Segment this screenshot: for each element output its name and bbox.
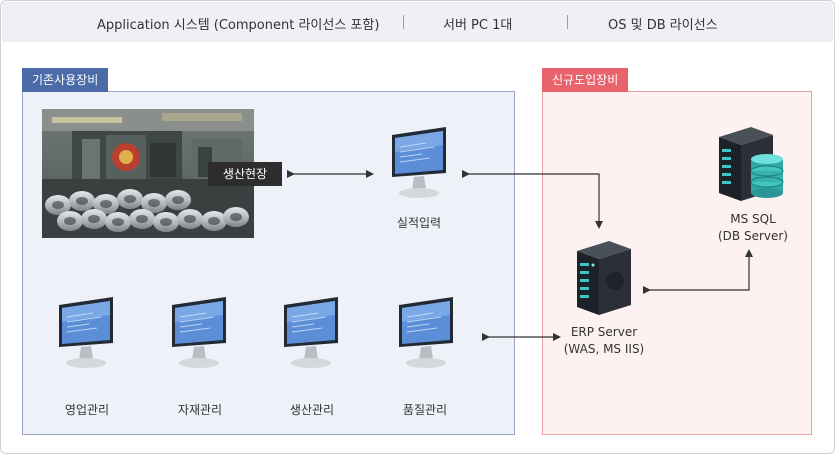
monitor-icon (166, 297, 232, 377)
header-item-license: OS 및 DB 라이선스 (608, 18, 718, 33)
database-icon (749, 153, 785, 203)
sales-management-label: 영업관리 (64, 403, 110, 417)
connector-arrow (462, 170, 603, 229)
production-site-label: 생산현장 (208, 162, 282, 186)
monitor-icon (53, 297, 119, 377)
existing-equipment-title: 기존사용장비 (22, 68, 109, 92)
header-item-server: 서버 PC 1대 (443, 18, 513, 33)
quality-management-label: 품질관리 (402, 403, 448, 417)
new-equipment-title: 신규도입장비 (542, 68, 629, 92)
header-item-application: Application 시스템 (Component 라이선스 포함) (97, 18, 380, 33)
production-management-label: 생산관리 (289, 403, 335, 417)
header-divider (403, 15, 404, 29)
erp-server-detail: (WAS, MS IIS) (563, 342, 645, 356)
factory-photo (42, 109, 254, 238)
monitor-icon (278, 297, 344, 377)
monitor-icon (386, 127, 452, 207)
server-icon (569, 237, 637, 321)
performance-input-label: 실적입력 (396, 216, 442, 230)
header-divider (567, 15, 568, 29)
header-bar: Application 시스템 (Component 라이선스 포함) 서버 P… (2, 2, 833, 42)
monitor-icon (393, 297, 459, 377)
materials-management-label: 자재관리 (177, 403, 223, 417)
connector-arrow (643, 249, 753, 294)
db-server-detail: (DB Server) (717, 229, 788, 243)
erp-server-name: ERP Server (570, 325, 638, 339)
erp-server-label: ERP Server (WAS, MS IIS) (556, 324, 652, 358)
db-server-label: MS SQL (DB Server) (705, 211, 801, 245)
db-server-name: MS SQL (730, 212, 776, 226)
